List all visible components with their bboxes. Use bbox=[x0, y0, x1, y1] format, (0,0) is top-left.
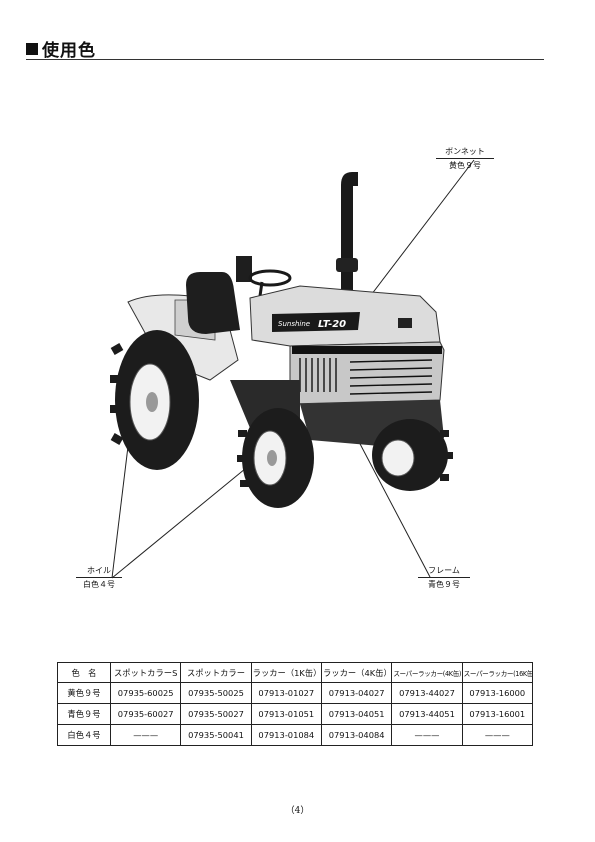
front-wheel-left bbox=[237, 408, 314, 508]
table-cell: 07935-50027 bbox=[180, 703, 252, 725]
header-spot-color-s: スポットカラーS bbox=[109, 662, 182, 683]
header-spot-color: スポットカラー bbox=[180, 662, 252, 683]
table-cell: 白色４号 bbox=[57, 724, 111, 746]
table-cell: ——— bbox=[109, 724, 182, 746]
table-cell: 07913-01027 bbox=[250, 682, 322, 704]
frame-color: 青色９号 bbox=[418, 577, 470, 591]
frame-leader-line bbox=[357, 439, 431, 578]
table-row: 青色９号 07935-60027 07935-50027 07913-01051… bbox=[57, 703, 534, 725]
page-number: （4） bbox=[285, 806, 310, 816]
title-text: 使用色 bbox=[42, 41, 96, 61]
model-label: LT-20 bbox=[318, 319, 346, 330]
table-cell: 青色９号 bbox=[57, 703, 111, 725]
bonnet-label: ボンネット bbox=[445, 147, 485, 156]
table-cell: 07935-60025 bbox=[109, 682, 182, 704]
header-lacquer-4k: ラッカー（4K缶） bbox=[320, 662, 393, 683]
bonnet-callout: ボンネット 黄色９号 bbox=[436, 146, 494, 172]
steering-wheel bbox=[248, 269, 292, 287]
title-underline bbox=[26, 59, 544, 60]
frame-callout: フレーム 青色９号 bbox=[418, 565, 470, 591]
table-cell: 07913-16001 bbox=[461, 703, 534, 725]
brand-label: Sunshine bbox=[278, 320, 310, 328]
wheel-leader-line-rear bbox=[111, 429, 131, 579]
table-cell: 黄色９号 bbox=[57, 682, 111, 704]
table-cell: 07913-04051 bbox=[320, 703, 393, 725]
exhaust-pipe bbox=[341, 172, 358, 300]
table-cell: 07935-50041 bbox=[180, 724, 252, 746]
table-cell: 07913-44051 bbox=[391, 703, 463, 725]
table-cell: 07913-04027 bbox=[320, 682, 393, 704]
logo-emblem bbox=[398, 318, 412, 328]
table-header-row: 色 名 スポットカラーS スポットカラー ラッカー（1K缶） ラッカー（4K缶）… bbox=[57, 662, 534, 683]
wheel-leader-line-front bbox=[111, 454, 263, 579]
table-cell: 07935-50025 bbox=[180, 682, 252, 704]
header-super-lacquer-4k: スーパーラッカー(4K缶) bbox=[391, 662, 463, 683]
title-square-marker bbox=[26, 42, 38, 55]
wheel-callout: ホイル 白色４号 bbox=[76, 565, 122, 591]
seat bbox=[186, 272, 240, 334]
table-row: 白色４号 ——— 07935-50041 07913-01084 07913-0… bbox=[57, 724, 534, 746]
table-cell: 07913-16000 bbox=[461, 682, 534, 704]
wheel-label: ホイル bbox=[87, 566, 111, 575]
table-cell: ——— bbox=[391, 724, 463, 746]
table-cell: 07935-60027 bbox=[109, 703, 182, 725]
table-cell: ——— bbox=[461, 724, 534, 746]
table-row: 黄色９号 07935-60025 07935-50025 07913-01027… bbox=[57, 682, 534, 704]
header-super-lacquer-16k: スーパーラッカー(16K缶) bbox=[461, 662, 534, 683]
bonnet-color: 黄色９号 bbox=[436, 158, 494, 172]
table-cell: 07913-01051 bbox=[250, 703, 322, 725]
wheel-color: 白色４号 bbox=[76, 577, 122, 591]
table-cell: 07913-44027 bbox=[391, 682, 463, 704]
front-wheel-right bbox=[372, 419, 453, 491]
header-lacquer-1k: ラッカー（1K缶） bbox=[250, 662, 322, 683]
table-cell: 07913-01084 bbox=[250, 724, 322, 746]
seat-back-support bbox=[236, 256, 252, 282]
bonnet-decal bbox=[272, 312, 360, 332]
rear-wheel bbox=[110, 330, 199, 470]
tractor-illustration: Sunshine LT-20 bbox=[110, 159, 475, 579]
frame-label: フレーム bbox=[428, 566, 460, 575]
header-color-name: 色 名 bbox=[57, 662, 111, 683]
grille-slats bbox=[299, 358, 433, 395]
table-cell: 07913-04084 bbox=[320, 724, 393, 746]
air-cleaner bbox=[336, 258, 358, 272]
paint-color-table: 色 名 スポットカラーS スポットカラー ラッカー（1K缶） ラッカー（4K缶）… bbox=[57, 662, 534, 746]
page-title: 使用色 bbox=[26, 36, 96, 61]
